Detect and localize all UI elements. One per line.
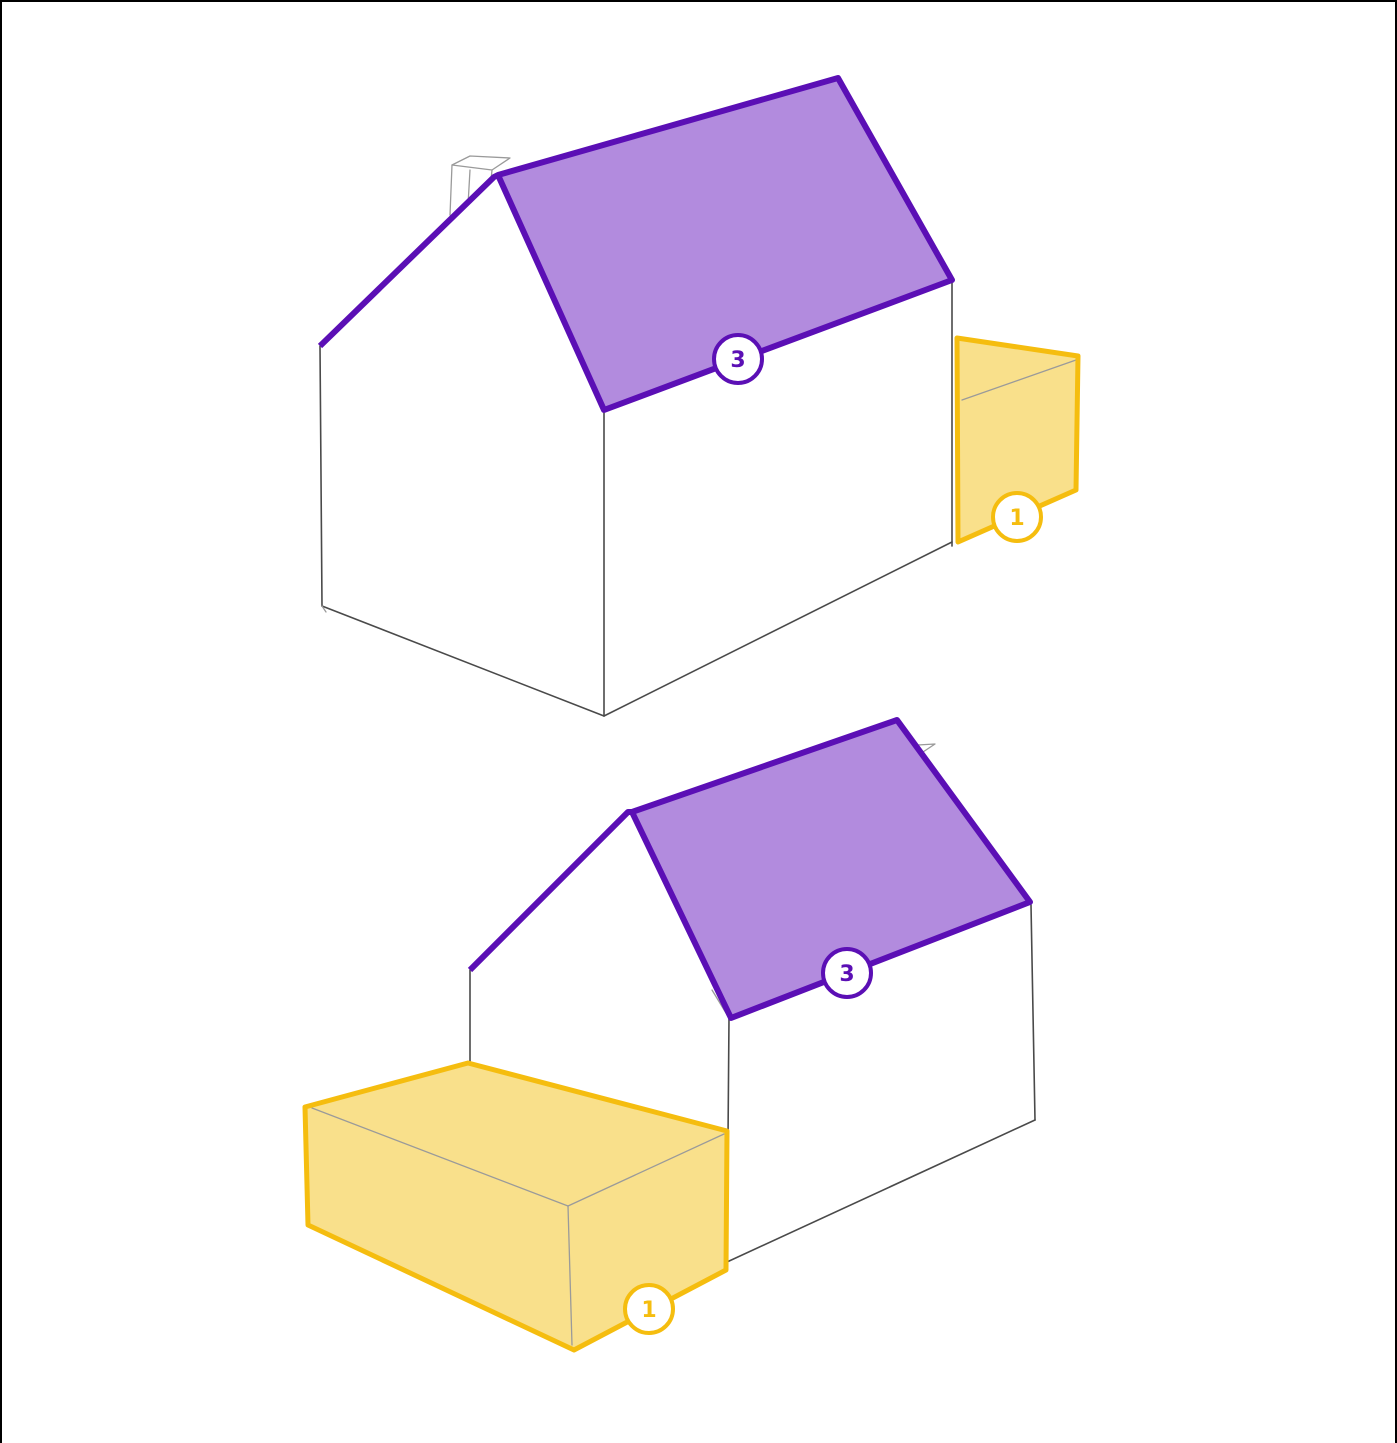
roof-top <box>317 75 955 413</box>
roof-badge-bottom: 3 <box>821 947 873 999</box>
walls-top <box>319 281 953 717</box>
extension-bottom-fill <box>305 1063 727 1350</box>
extension-bottom-outline <box>302 1060 730 1353</box>
extension-badge-bottom-label: 1 <box>641 1298 656 1323</box>
roof-bottom <box>467 717 1033 1021</box>
extension-top-outline <box>954 335 1081 545</box>
roof-top-outline <box>317 75 955 413</box>
extension-top-fill <box>957 338 1078 542</box>
extension-bottom <box>302 1060 730 1353</box>
extension-badge-top: 1 <box>991 491 1043 543</box>
roof-badge-top-label: 3 <box>730 348 745 373</box>
roof-badge-top: 3 <box>712 333 764 385</box>
extension-badge-top-label: 1 <box>1009 506 1024 531</box>
extension-badge-bottom: 1 <box>623 1283 675 1335</box>
extension-top <box>954 335 1081 545</box>
house-top: 3 1 <box>317 75 1081 717</box>
roof-top-fill <box>498 78 952 410</box>
roof-bottom-fill <box>632 720 1030 1018</box>
roof-badge-bottom-label: 3 <box>839 962 854 987</box>
house-bottom: 3 1 <box>302 717 1036 1353</box>
roof-bottom-outline <box>467 717 1033 1021</box>
